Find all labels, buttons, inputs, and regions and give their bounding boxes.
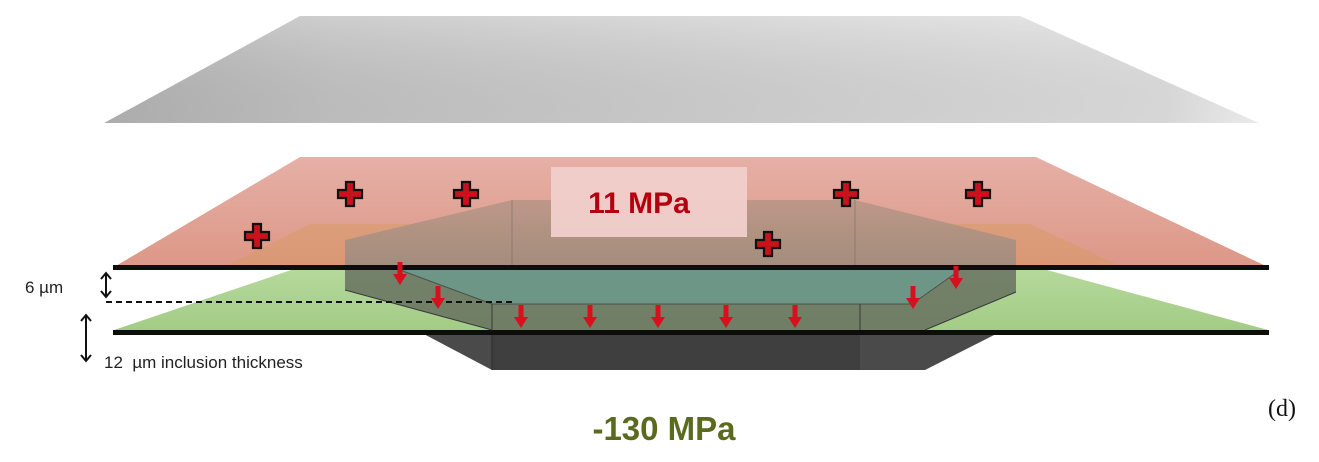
gap-dimension-label: 6 µm: [25, 278, 63, 297]
inclusion-lower-body: [420, 332, 1000, 370]
top-plate: [104, 16, 1259, 123]
lower-interface-line: [113, 330, 1269, 335]
tension-label: 11 MPa: [551, 167, 747, 237]
gap-dimension-arrow: [100, 271, 112, 299]
inclusion-thickness-label: 12 µm inclusion thickness: [104, 353, 303, 372]
tension-stress-value: 11 MPa: [588, 187, 690, 220]
compression-stress-value: -130 MPa: [592, 410, 736, 447]
panel-letter: (d): [1268, 396, 1296, 422]
upper-interface-line: [113, 265, 1269, 270]
thickness-dimension-arrow: [80, 313, 92, 363]
inclusion-middle-body: [344, 269, 1017, 331]
tension-label-box: [551, 167, 747, 237]
